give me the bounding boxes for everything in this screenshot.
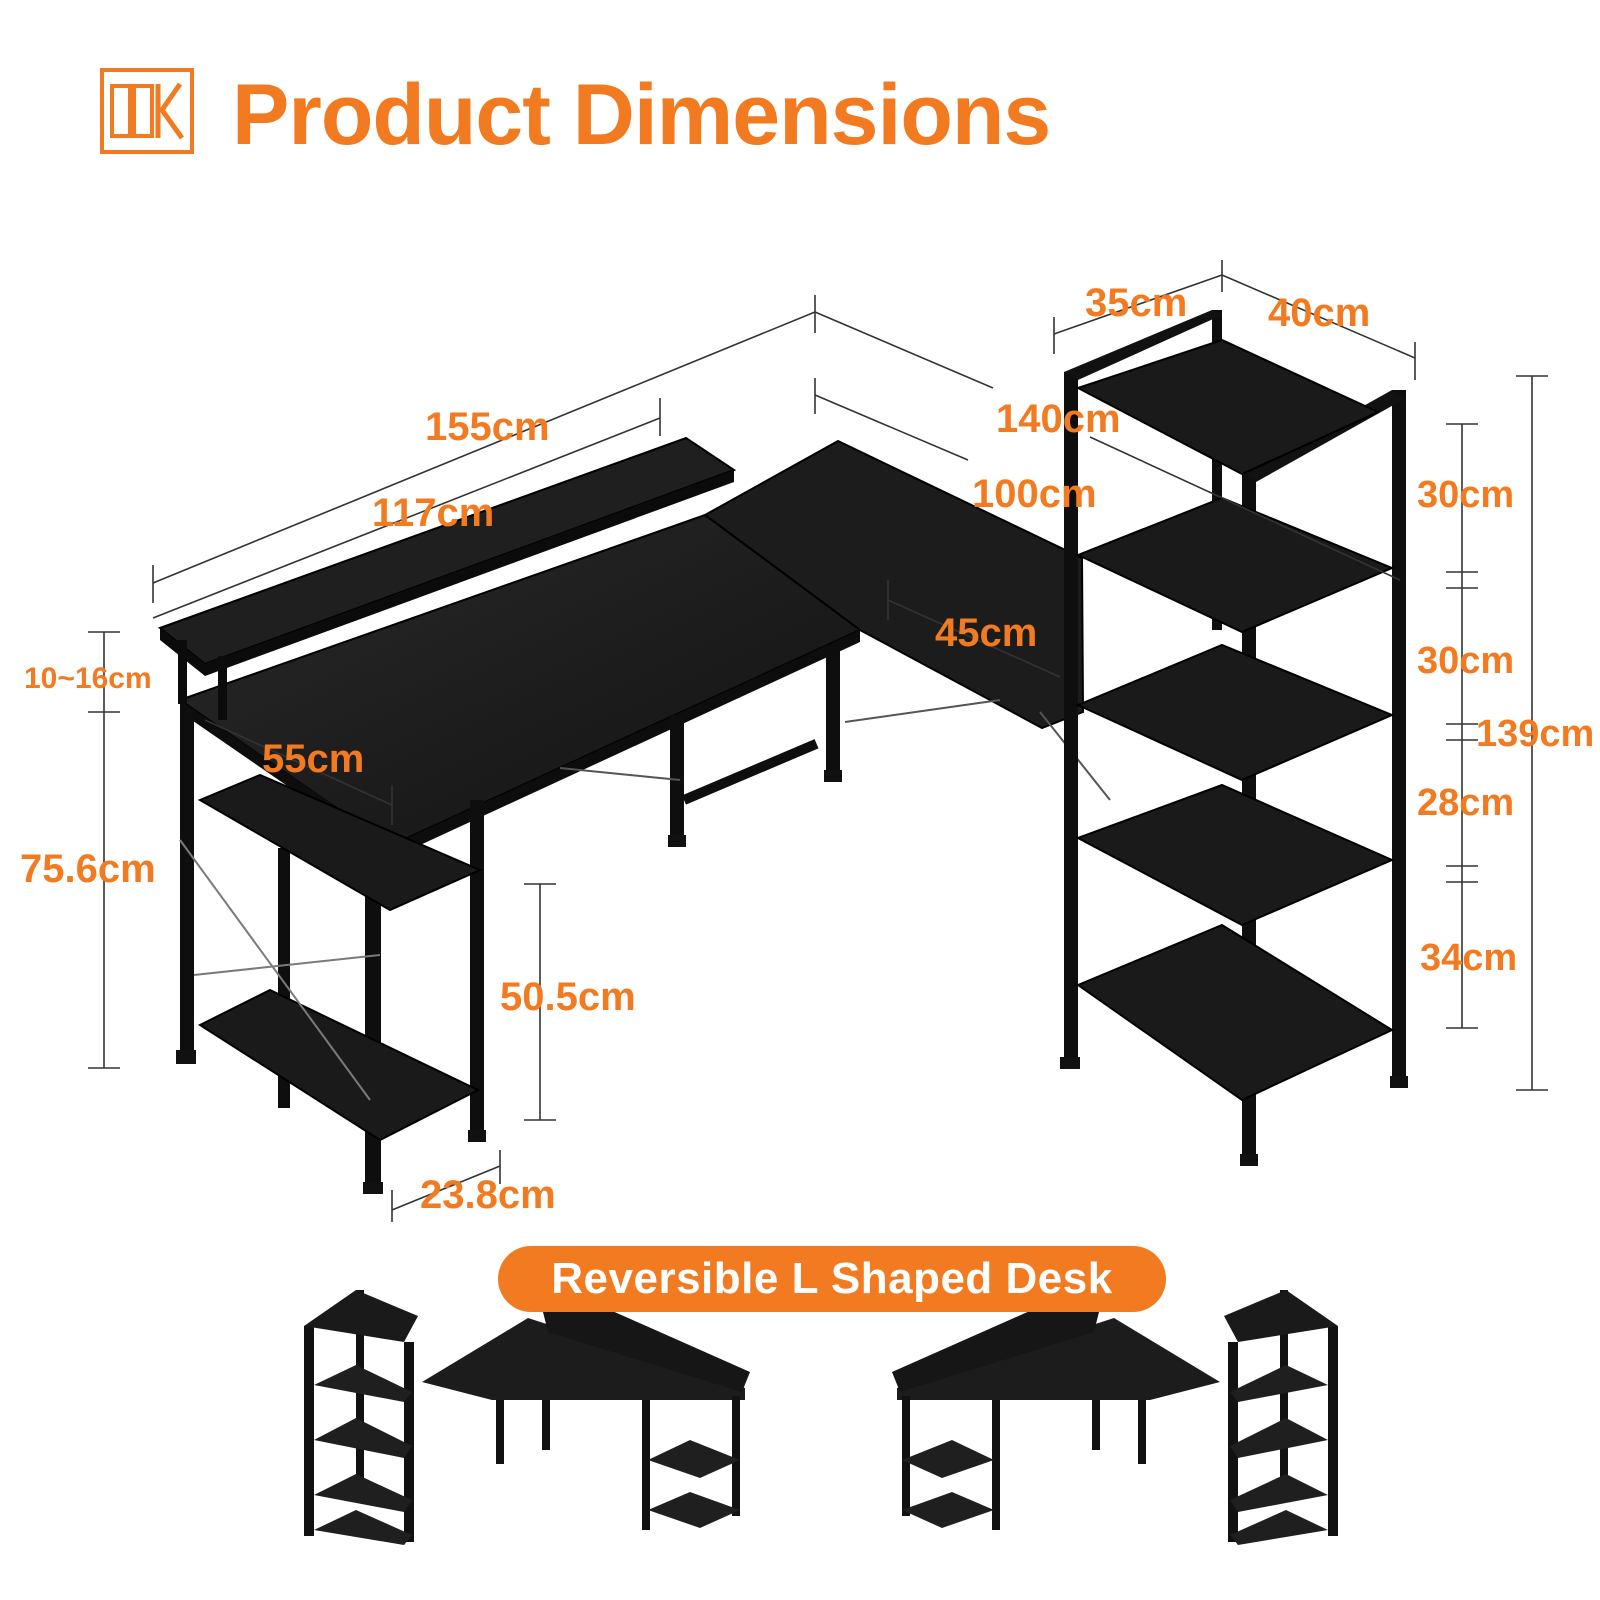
dim-139cm: 139cm [1476, 713, 1594, 755]
dim-50-5cm: 50.5cm [500, 975, 636, 1019]
dim-10-16cm: 10~16cm [24, 662, 152, 695]
dimension-lines [88, 260, 1548, 1222]
bookshelf-illustration [1060, 310, 1408, 1166]
dim-55cm: 55cm [262, 737, 364, 781]
dim-tier-1: 30cm [1417, 474, 1514, 516]
dim-35cm: 35cm [1085, 281, 1187, 325]
dim-tier-4: 34cm [1420, 937, 1517, 979]
reversible-left-illustration [304, 1290, 750, 1545]
dim-tier-3: 28cm [1417, 782, 1514, 824]
dim-140cm: 140cm [996, 397, 1121, 441]
dim-75-6cm: 75.6cm [20, 847, 156, 891]
dim-45cm: 45cm [935, 611, 1037, 655]
l-shaped-desk-illustration [157, 310, 1408, 1194]
dim-tier-2: 30cm [1417, 640, 1514, 682]
page-title: Product Dimensions [232, 67, 1051, 163]
dim-100cm: 100cm [972, 472, 1097, 516]
dim-23-8cm: 23.8cm [420, 1173, 556, 1217]
dim-117cm: 117cm [372, 491, 494, 535]
reversible-badge: Reversible L Shaped Desk [498, 1246, 1166, 1312]
dim-40cm: 40cm [1268, 291, 1370, 335]
dim-155cm: 155cm [425, 405, 550, 449]
ddk-logo-icon [100, 68, 194, 154]
reversible-right-illustration [892, 1290, 1338, 1545]
dimension-labels: 155cm 117cm 140cm 100cm 45cm 55cm 10~16c… [20, 281, 1594, 1217]
